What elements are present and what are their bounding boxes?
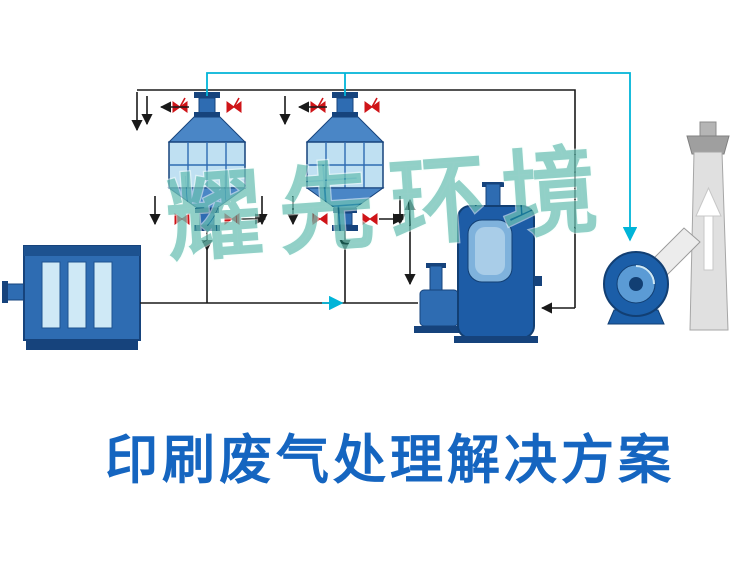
pump-housing — [419, 289, 459, 327]
activated-carbon-adsorption-box — [2, 245, 141, 350]
main-return-line — [137, 89, 576, 308]
box-inlet-pipe — [5, 283, 25, 301]
spray-tower-tank — [454, 182, 542, 343]
pump-base — [414, 326, 464, 333]
tank-side-nozzle — [534, 276, 542, 286]
fan-hub — [629, 277, 643, 291]
box-slat-3 — [93, 261, 113, 329]
tank-base — [454, 336, 538, 343]
page-title: 印刷废气处理解决方案 — [105, 429, 675, 491]
box-inlet-flange — [2, 281, 8, 303]
box-base — [26, 340, 138, 350]
black-flow-lines — [131, 89, 576, 314]
exhaust-chimney — [649, 121, 730, 331]
arrow-shaft — [703, 213, 714, 271]
box-slat-1 — [41, 261, 61, 329]
arrow-head — [695, 186, 722, 217]
clean-air-line-to-fan — [206, 72, 638, 242]
box-slat-2 — [67, 261, 87, 329]
circulation-pump — [414, 263, 464, 333]
cyan-flow-lines — [206, 72, 638, 311]
tank-window-inner — [475, 227, 505, 275]
chimney-cap — [686, 135, 730, 155]
chimney-up-arrow-icon — [695, 186, 722, 271]
centrifugal-fan — [603, 251, 669, 325]
chimney-topper — [699, 121, 717, 137]
fan-highlight — [635, 265, 655, 285]
box-top-strip — [24, 246, 140, 256]
